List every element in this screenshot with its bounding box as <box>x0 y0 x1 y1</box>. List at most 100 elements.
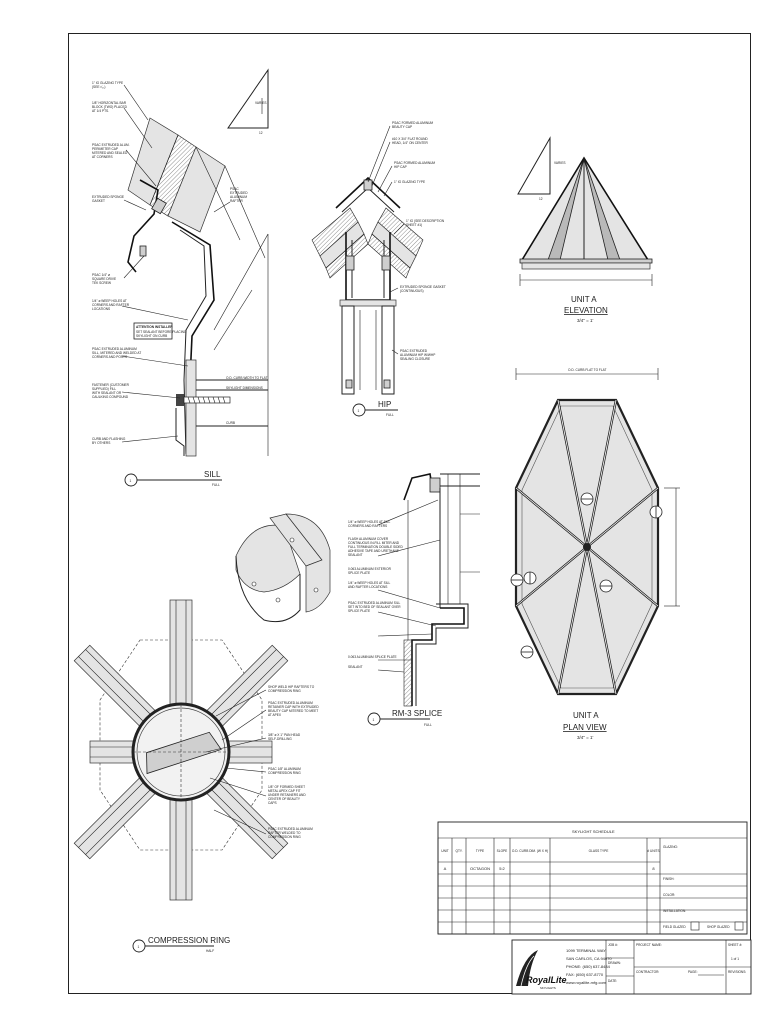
splice-sill-profile <box>411 607 465 706</box>
sill-label: SUPPLIED) FILL <box>92 387 116 391</box>
ring-apex-cap <box>146 731 222 775</box>
splice-leaders <box>377 499 441 673</box>
sill-label: GASKET <box>92 199 105 203</box>
address-line: PHONE: (650) 637-8484 <box>566 964 611 969</box>
hip-cap <box>335 176 401 209</box>
ring-title: COMPRESSION RING <box>148 936 230 945</box>
plan-dimension: O.D. CURB FLAT TO FLAT <box>568 368 607 372</box>
splice-scale: FULL <box>424 723 432 727</box>
sill-detail-number: 1 <box>130 479 132 483</box>
sill-label: RAFTER <box>230 199 243 203</box>
ring-label: SHOP WELD HIP RAFTERS TO <box>268 685 315 689</box>
ring-title-block: 1 COMPRESSION RING HALF <box>132 936 230 953</box>
sill-label: MITERED AND SEALED <box>92 151 128 155</box>
schedule-column-header: O.D. CURB DIM. (W X H) <box>512 849 548 853</box>
splice-title: RM-3 SPLICE <box>392 709 442 718</box>
hip-label: PSAC FORMED ALUMINUM <box>394 161 435 165</box>
sill-label: CURB <box>226 421 235 425</box>
sill-label: CURB AND FLASHING <box>92 437 126 441</box>
schedule-column-header: GLASS TYPE <box>589 849 609 853</box>
schedule-checkbox[interactable] <box>690 921 700 931</box>
schedule-side-field: GLAZING: <box>663 845 678 849</box>
schedule-column-header: SLOPE <box>497 849 508 853</box>
sill-callout-heading: ATTENTION INSTALLER <box>136 325 173 329</box>
job-number-label: JOB #: <box>608 943 618 947</box>
ring-label: CAPS <box>268 801 277 805</box>
splice-label: SET INTO BED OF SEALANT OVER <box>348 605 401 609</box>
splice-label: ADHESIVE TAPE AND URETHANE <box>348 549 399 553</box>
schedule-checkbox-label: FIELD GLAZED <box>663 925 686 929</box>
address-line: FAX: (650) 637-8770 <box>566 972 604 977</box>
sill-label: 1/8" HORIZONTAL BAR <box>92 101 127 105</box>
unit-a-plan-view: O.D. CURB FLAT TO FLAT <box>510 368 680 740</box>
plan-title: UNIT A <box>573 711 599 720</box>
splice-label: SEALANT <box>348 665 363 669</box>
revisions-label: REVISIONS: <box>728 970 746 974</box>
ring-label: UNDER RETAINERS AND <box>268 793 306 797</box>
company-logo: RoyalLite SKYLIGHTS <box>516 950 567 990</box>
ring-label: RAFTER WELDED TO <box>268 831 301 835</box>
schedule-checkbox[interactable] <box>734 921 744 931</box>
apex-cap-isometric <box>235 513 331 623</box>
splice-label: 0.063 ALUMINUM SPLICE PLATE <box>348 655 397 659</box>
splice-label: PSAC EXTRUDED ALUMINUM SILL <box>348 601 400 605</box>
sill-title: SILL <box>204 470 221 479</box>
sheet-number-value: 1 of 1 <box>731 957 739 961</box>
schedule-side-field: COLOR: <box>663 893 675 897</box>
hip-label: 1" IG GLAZING TYPE <box>394 180 425 184</box>
address-line: 1099 TERMINAL WAY <box>566 948 606 953</box>
project-name-label: PROJECT NAME: <box>636 943 662 947</box>
sill-label: PSAC EXTRUDED ALUMINUM <box>92 347 137 351</box>
sill-callout-line-1: SET SEALANT BEFORE PLACING <box>136 330 187 334</box>
splice-detail-number: 1 <box>373 718 375 722</box>
ring-label: CENTER OF BEAUTY <box>268 797 301 801</box>
title-block: RoyalLite SKYLIGHTS 1099 TERMINAL WAYSAN… <box>511 939 752 995</box>
schedule-column-header: TYPE <box>476 849 484 853</box>
sill-label: BLOCK (TWO) PLACED <box>92 105 128 109</box>
sill-label: PSAC <box>230 187 239 191</box>
ring-labels: SHOP WELD HIP RAFTERS TO COMPRESSION RING… <box>268 685 319 839</box>
sill-label: AT 1/4 PTS. <box>92 109 109 113</box>
sill-label: ALUMINUM <box>230 195 247 199</box>
sill-label: WITH SEALANT OR <box>92 391 122 395</box>
splice-label: SEALANT <box>348 553 363 557</box>
unit-a-elevation: VARIES 12 UNIT A ELEVATION 3/4" = 1' <box>517 136 653 323</box>
hip-detail-number: 1 <box>358 409 360 413</box>
contractor-label: CONTRACTOR: <box>636 970 659 974</box>
hip-label: #10 X 3/4" FLAT ROUND <box>392 137 428 141</box>
sill-label: O.D. CURB WIDTH TO FLAT <box>226 376 267 380</box>
schedule-column-header: QTY. <box>455 849 462 853</box>
hip-label: HEAD, 1/4" ON CENTER <box>392 141 429 145</box>
elevation-pitch-triangle: VARIES 12 <box>517 136 565 201</box>
hip-label: SHEET #1) <box>406 223 422 227</box>
compression-ring-detail: SHOP WELD HIP RAFTERS TO COMPRESSION RING… <box>73 599 319 953</box>
sill-labels: 1" IG GLAZING TYPE(SEE ¹⁄₁₀)1/8" HORIZON… <box>92 81 267 445</box>
splice-label: AND RAFTER LOCATIONS <box>348 585 387 589</box>
company-name: RoyalLite <box>526 975 567 985</box>
ring-label: AT APEX <box>268 713 282 717</box>
splice-label: CORNERS AND RAFTERS <box>348 524 387 528</box>
splice-title-block: 1 RM-3 SPLICE FULL <box>367 709 442 727</box>
ring-label: COMPRESSION RING <box>268 835 301 839</box>
hip-rafter <box>339 232 397 395</box>
sill-label: LOCATIONS <box>92 307 110 311</box>
sill-rafter <box>167 146 226 233</box>
hip-label: EXTRUDED SPONGE GASKET <box>400 285 446 289</box>
sill-leaders <box>121 84 231 443</box>
ring-label: PSAC EXTRUDED ALUMINUM <box>268 701 313 705</box>
hip-label: (CONTINUOUS) <box>400 289 424 293</box>
sill-title-block: 1 SILL FULL <box>124 470 222 487</box>
plan-section-markers <box>510 492 663 659</box>
splice-label: 0.063 ALUMINUM EXTERIOR <box>348 567 392 571</box>
elevation-roof <box>521 157 649 261</box>
sill-pitch-rise: VARIES <box>255 101 266 105</box>
ring-label: 3/8" ø X 1" PAN HEAD <box>268 733 301 737</box>
sill-curb <box>185 359 197 457</box>
schedule-cell: A <box>444 866 447 871</box>
date-label: DATE: <box>608 979 617 983</box>
